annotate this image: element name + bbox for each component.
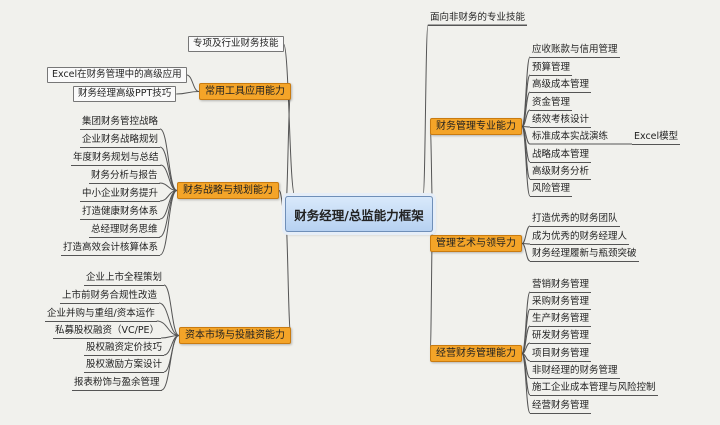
capital-item-2[interactable]: 上市前财务合规性改造 — [60, 288, 160, 304]
operations-item-1[interactable]: 营销财务管理 — [530, 277, 592, 293]
professional-item-4[interactable]: 资金管理 — [530, 95, 573, 111]
professional-item-1[interactable]: 应收账款与信用管理 — [530, 42, 620, 58]
professional-item-3[interactable]: 高级成本管理 — [530, 77, 592, 93]
operations-item-6[interactable]: 非财经理的财务管理 — [530, 363, 620, 379]
operations-item-4[interactable]: 研发财务管理 — [530, 328, 592, 344]
branch-professional[interactable]: 财务管理专业能力 — [430, 118, 522, 135]
central-topic[interactable]: 财务经理/总监能力框架 — [285, 196, 433, 232]
professional-item-2[interactable]: 预算管理 — [530, 60, 573, 76]
leadership-item-2[interactable]: 成为优秀的财务经理人 — [530, 229, 630, 245]
branch-strategy[interactable]: 财务战略与规划能力 — [177, 182, 279, 199]
branch-leadership[interactable]: 管理艺术与领导力 — [430, 235, 522, 252]
strategy-item-2[interactable]: 企业财务战略规划 — [80, 132, 161, 148]
capital-item-1[interactable]: 企业上市全程策划 — [84, 270, 165, 286]
operations-item-8[interactable]: 经营财务管理 — [530, 398, 592, 414]
branch-tools[interactable]: 常用工具应用能力 — [199, 83, 291, 100]
topic-specialty-industry-skills[interactable]: 专项及行业财务技能 — [188, 36, 284, 52]
leadership-item-1[interactable]: 打造优秀的财务团队 — [530, 211, 620, 227]
operations-item-2[interactable]: 采购财务管理 — [530, 294, 592, 310]
branch-capital[interactable]: 资本市场与投融资能力 — [179, 327, 291, 344]
topic-non-finance-skills[interactable]: 面向非财务的专业技能 — [428, 10, 528, 26]
leadership-item-3[interactable]: 财务经理履新与瓶颈突破 — [530, 246, 639, 262]
operations-item-7[interactable]: 施工企业成本管理与风险控制 — [530, 380, 658, 396]
professional-item-5[interactable]: 绩效考核设计 — [530, 112, 592, 128]
strategy-item-4[interactable]: 财务分析与报告 — [89, 168, 160, 184]
tools-item-1[interactable]: Excel在财务管理中的高级应用 — [47, 67, 187, 83]
capital-item-5[interactable]: 股权融资定价技巧 — [84, 340, 165, 356]
operations-item-3[interactable]: 生产财务管理 — [530, 311, 592, 327]
capital-item-7[interactable]: 报表粉饰与盈余管理 — [72, 375, 162, 391]
capital-item-6[interactable]: 股权激励方案设计 — [84, 357, 165, 373]
strategy-item-6[interactable]: 打造健康财务体系 — [80, 204, 161, 220]
professional-subitem-excel-model[interactable]: Excel模型 — [632, 129, 681, 145]
strategy-item-3[interactable]: 年度财务规划与总结 — [71, 150, 161, 166]
professional-item-6[interactable]: 标准成本实战演练 — [532, 131, 609, 142]
strategy-item-8[interactable]: 打造高效会计核算体系 — [61, 240, 161, 256]
strategy-item-1[interactable]: 集团财务管控战略 — [80, 114, 161, 130]
strategy-item-5[interactable]: 中小企业财务提升 — [80, 186, 161, 202]
professional-item-9[interactable]: 风险管理 — [530, 181, 573, 197]
capital-item-4[interactable]: 私募股权融资（VC/PE） — [53, 323, 162, 339]
operations-item-5[interactable]: 项目财务管理 — [530, 346, 592, 362]
strategy-item-7[interactable]: 总经理财务思维 — [89, 222, 160, 238]
professional-item-8[interactable]: 高级财务分析 — [530, 164, 592, 180]
professional-item-7[interactable]: 战略成本管理 — [530, 147, 592, 163]
tools-item-2[interactable]: 财务经理高级PPT技巧 — [73, 86, 177, 102]
branch-operations[interactable]: 经营财务管理能力 — [430, 345, 522, 362]
capital-item-3[interactable]: 企业并购与重组/资本运作 — [45, 306, 157, 322]
